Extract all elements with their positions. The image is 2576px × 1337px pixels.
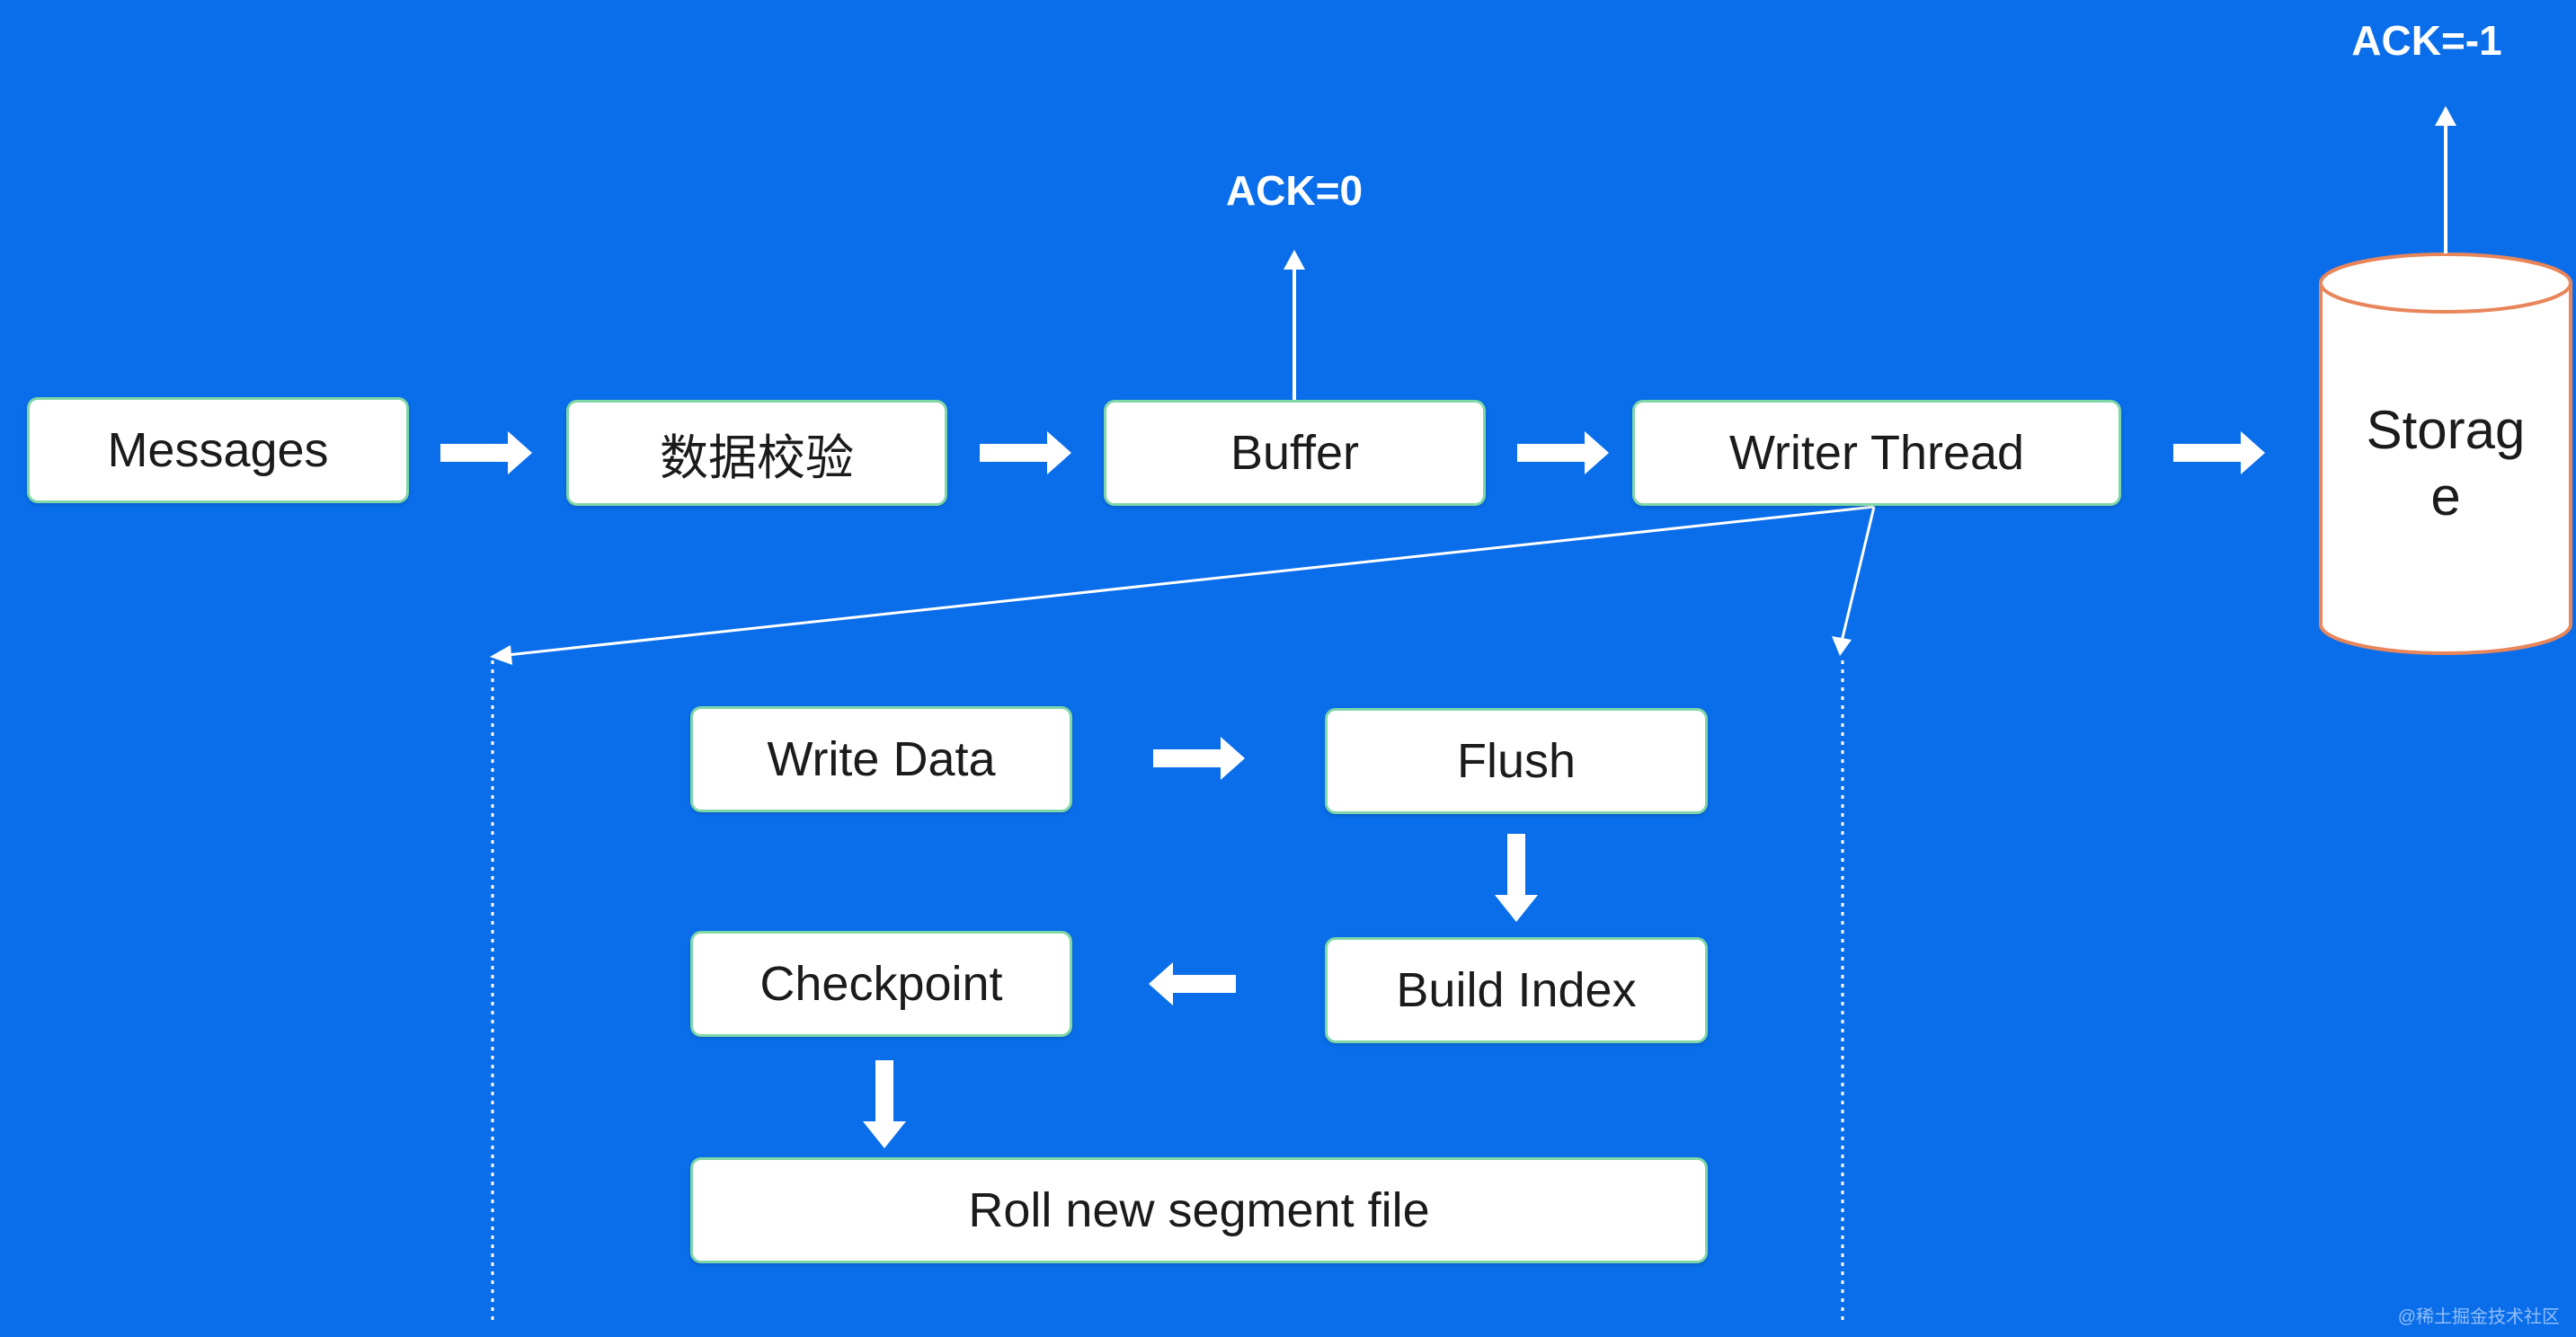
ack-buffer-label: ACK=0 <box>1225 167 1364 214</box>
node-messages: Messages <box>27 397 409 503</box>
expand-line-right <box>1839 506 1876 646</box>
node-checkpoint: Checkpoint <box>690 931 1072 1037</box>
arrow-buffer-to-writer <box>1517 431 1609 474</box>
node-buffer: Buffer <box>1104 400 1486 506</box>
storage-label: Storag e <box>2321 397 2571 530</box>
node-roll-segment: Roll new segment file <box>690 1157 1708 1263</box>
arrow-buildindex-to-checkpoint <box>1149 962 1236 1005</box>
expand-line-left <box>498 505 1875 658</box>
watermark: @稀土掘金技术社区 <box>2397 1307 2560 1327</box>
node-writer-thread: Writer Thread <box>1632 400 2121 506</box>
node-write-data: Write Data <box>690 706 1072 812</box>
storage-cylinder <box>2319 252 2572 655</box>
ack-storage-label: ACK=-1 <box>2351 17 2502 64</box>
node-data-validation: 数据校验 <box>566 400 947 506</box>
storage-label-line2: e <box>2430 466 2461 527</box>
node-build-index: Build Index <box>1325 937 1708 1043</box>
node-flush: Flush <box>1325 708 1708 814</box>
arrow-writedata-to-flush <box>1153 737 1245 780</box>
arrow-writer-to-storage <box>2173 431 2265 474</box>
arrow-checkpoint-to-roll <box>863 1060 906 1148</box>
storage-label-line1: Storag <box>2366 400 2526 460</box>
arrow-messages-to-validation <box>440 431 532 474</box>
arrow-validation-to-buffer <box>980 431 1071 474</box>
arrow-flush-to-buildindex <box>1495 834 1538 922</box>
